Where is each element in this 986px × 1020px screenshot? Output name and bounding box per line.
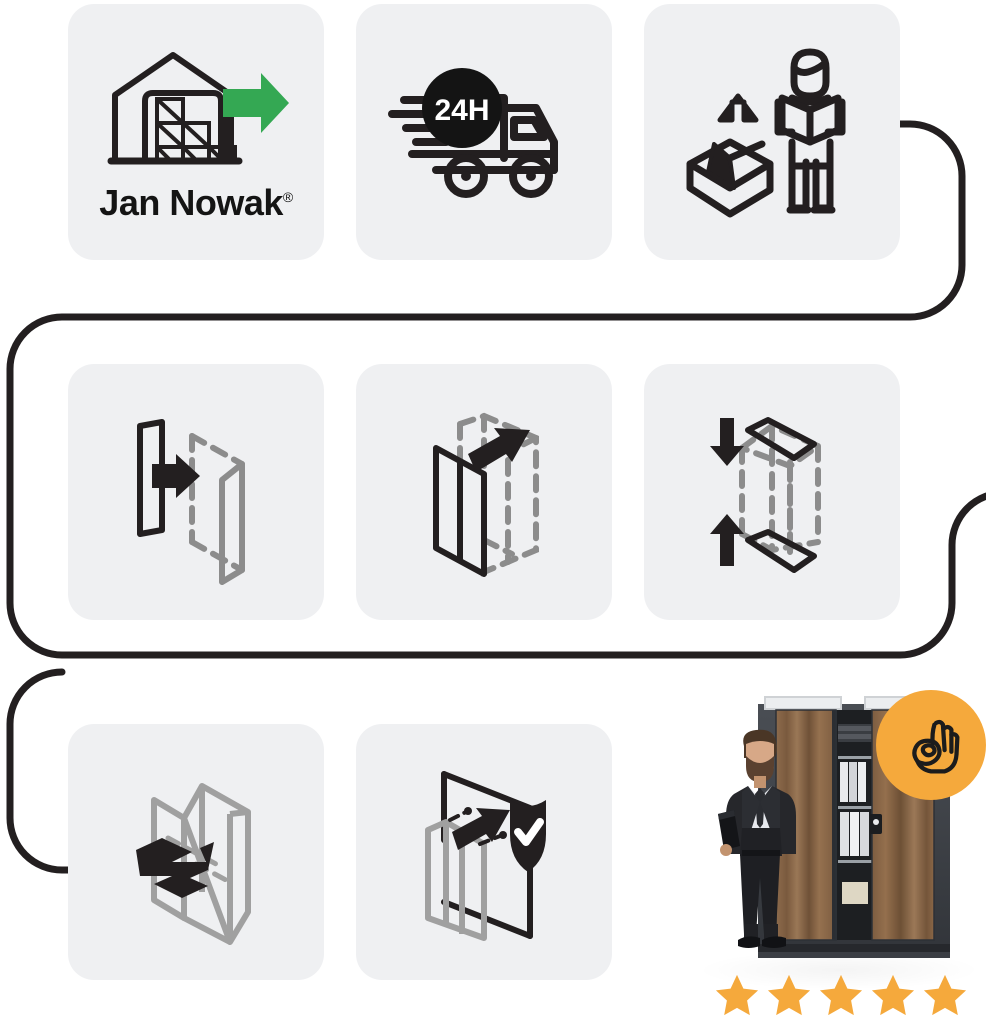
star-icon <box>871 974 915 1016</box>
registered-mark: ® <box>282 189 293 205</box>
five-star-rating <box>700 972 982 1018</box>
panel-insert-arrow-icon <box>137 419 245 585</box>
unboxing-person-icon <box>686 48 846 218</box>
step-card-8[interactable] <box>356 724 612 980</box>
delivery-truck-24h-icon: 24H <box>388 68 558 198</box>
brand-name: Jan Nowak <box>99 182 283 223</box>
step-card-2[interactable]: 24H <box>356 4 612 260</box>
step-card-7[interactable] <box>68 724 324 980</box>
step-card-3[interactable] <box>644 4 900 260</box>
cabinet-lock <box>870 814 882 834</box>
ok-hand-gesture-icon <box>912 719 960 774</box>
brand-wordmark: Jan Nowak® <box>99 182 293 223</box>
step-card-5[interactable] <box>356 364 612 620</box>
step-card-4[interactable] <box>68 364 324 620</box>
star-icon <box>819 974 863 1016</box>
shelf-insert-icon <box>136 783 251 945</box>
double-panel-insert-icon <box>433 412 539 577</box>
step-card-1[interactable]: Jan Nowak® <box>68 4 324 260</box>
star-icon <box>715 974 759 1016</box>
top-bottom-plates-icon <box>710 417 825 573</box>
result-photo-zone <box>690 676 986 1020</box>
truck-24h-badge-text: 24H <box>434 94 489 127</box>
star-icon <box>923 974 967 1016</box>
warehouse-dispatch-icon <box>107 52 289 165</box>
mount-secure-shield-icon <box>425 771 546 941</box>
step-card-6[interactable] <box>644 364 900 620</box>
businessman-holding-folder <box>718 729 796 948</box>
ok-badge <box>876 690 986 800</box>
star-icon <box>767 974 811 1016</box>
